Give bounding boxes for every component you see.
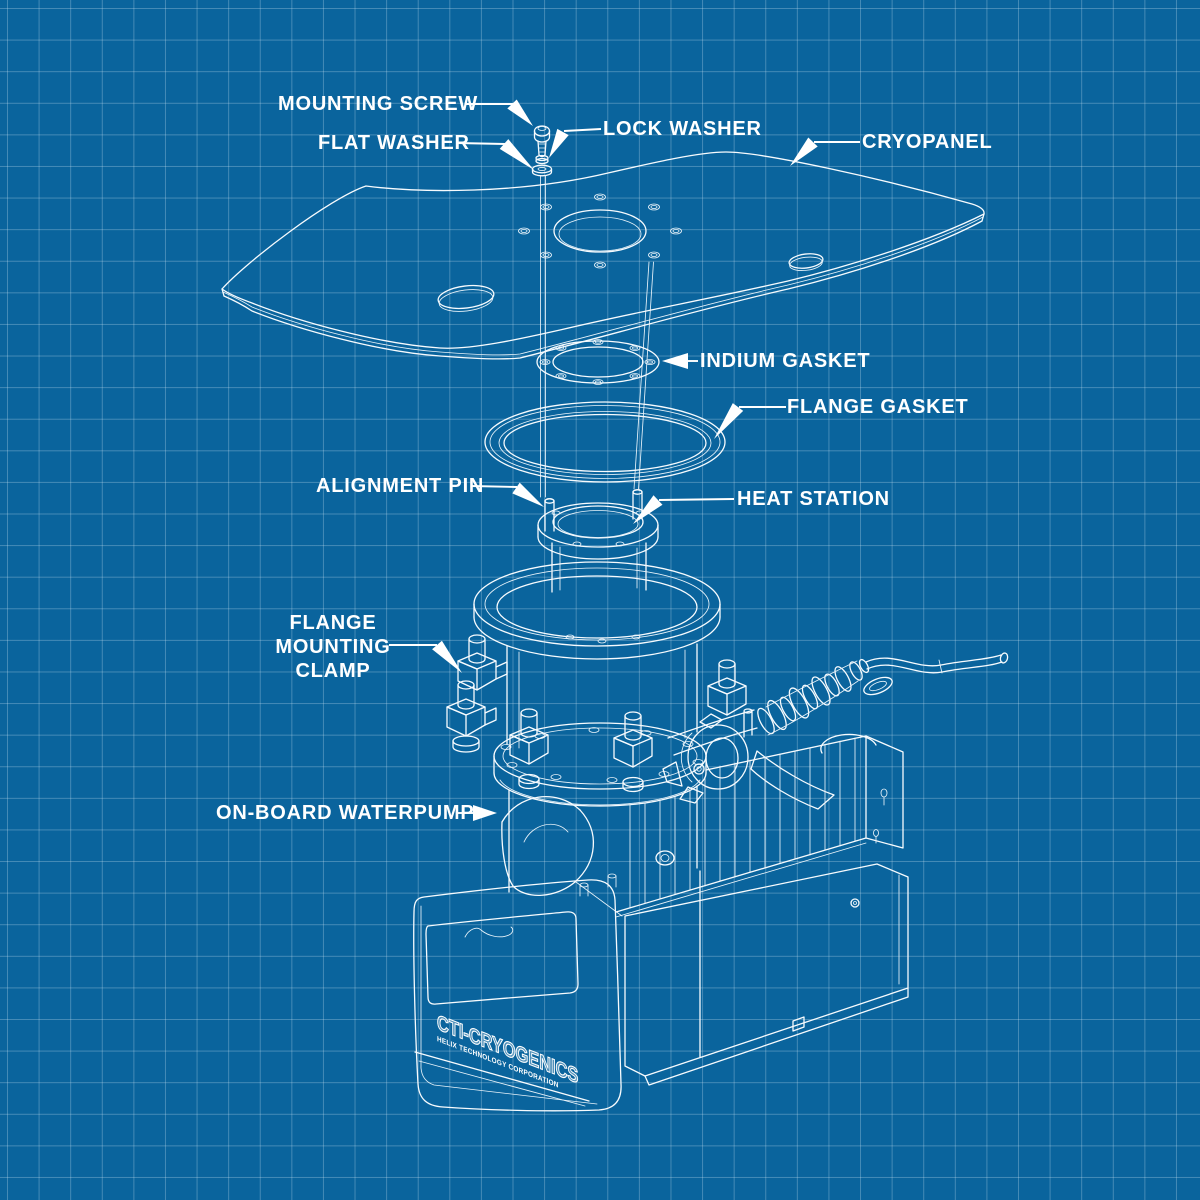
indium-gasket-holes xyxy=(540,340,655,385)
clamp xyxy=(614,712,652,767)
leader-arrow-flange-mounting-clamp xyxy=(432,640,462,673)
label-indium-gasket: INDIUM GASKET xyxy=(700,350,871,372)
label-flange-mounting-clamp: FLANGE MOUNTING CLAMP xyxy=(237,611,429,683)
leader-heat-station xyxy=(659,499,734,500)
leader-arrow-on-board-waterpump xyxy=(473,805,497,821)
cable xyxy=(866,652,1009,673)
part-lock-washer xyxy=(536,156,548,164)
clamp xyxy=(458,635,507,690)
axis-projection-lines xyxy=(541,176,654,497)
part-cryopanel xyxy=(222,152,984,359)
part-flange-mounting-clamps xyxy=(447,635,746,792)
label-flat-washer: FLAT WASHER xyxy=(318,132,470,154)
clamp xyxy=(447,681,496,752)
callout-leaders xyxy=(389,99,860,821)
part-fin-block xyxy=(616,736,903,917)
part-flat-washer xyxy=(533,165,552,176)
label-alignment-pin: ALIGNMENT PIN xyxy=(316,475,485,497)
part-valve-assembly xyxy=(663,652,1009,809)
part-waterpump-housing xyxy=(502,786,697,916)
part-heat-station xyxy=(538,503,658,592)
lower-flange-bolt-holes xyxy=(501,728,703,783)
label-mounting-screw: MOUNTING SCREW xyxy=(278,93,479,115)
hex-nut xyxy=(623,778,643,792)
part-indium-gasket xyxy=(537,340,659,385)
part-body-box xyxy=(625,864,908,1085)
part-vessel-body xyxy=(507,644,697,748)
panel-handle-glyph xyxy=(465,927,513,937)
clamp xyxy=(708,660,746,715)
part-flange-gasket xyxy=(485,402,725,482)
leader-lock-washer xyxy=(564,129,601,131)
part-front-panel xyxy=(414,880,621,1111)
label-heat-station: HEAT STATION xyxy=(737,488,890,510)
bellows xyxy=(755,658,871,736)
clamp xyxy=(510,709,548,764)
leader-alignment-pin xyxy=(471,486,517,487)
cryopanel-bolt-holes xyxy=(519,194,682,268)
leader-arrow-indium-gasket xyxy=(662,353,688,369)
part-mounting-flange xyxy=(474,562,720,659)
hex-nut xyxy=(519,775,539,789)
leader-arrow-heat-station xyxy=(633,495,663,524)
part-mounting-screw xyxy=(535,126,550,157)
leader-arrow-alignment-pin xyxy=(512,482,544,507)
leader-arrow-mounting-screw xyxy=(507,99,533,126)
label-flange-gasket: FLANGE GASKET xyxy=(787,396,969,418)
label-flange-mounting-clamp-line1: FLANGE MOUNTING xyxy=(275,612,391,658)
leader-arrow-flat-washer xyxy=(499,139,534,170)
leader-arrow-flange-gasket xyxy=(714,403,744,439)
leader-arrow-cryopanel xyxy=(790,137,818,166)
label-flange-mounting-clamp-line2: CLAMP xyxy=(295,660,371,682)
label-lock-washer: LOCK WASHER xyxy=(603,118,762,140)
label-on-board-waterpump: ON-BOARD WATERPUMP xyxy=(216,802,475,824)
leader-flat-washer xyxy=(457,143,505,144)
leader-arrow-lock-washer xyxy=(549,128,569,158)
label-cryopanel: CRYOPANEL xyxy=(862,131,993,153)
part-alignment-pins xyxy=(545,490,642,531)
